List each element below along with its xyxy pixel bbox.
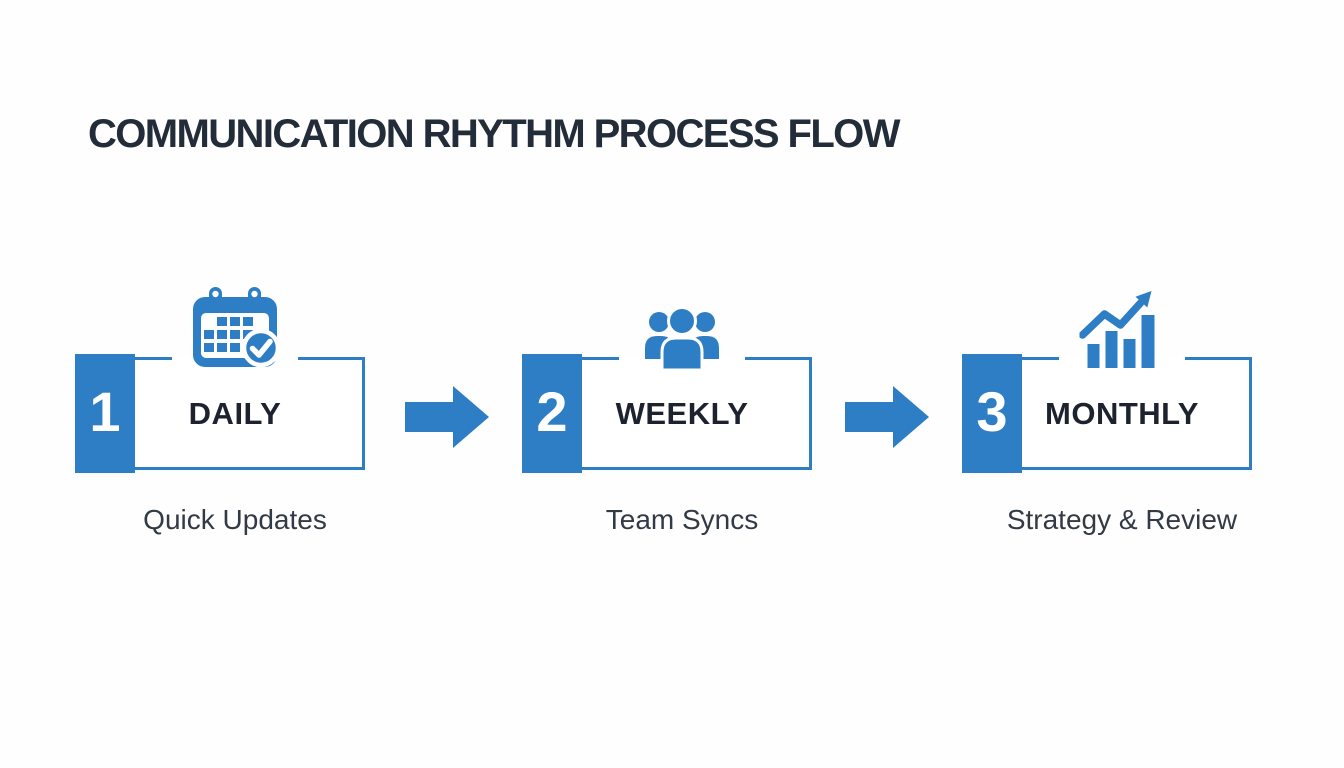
growth-chart-icon	[1078, 288, 1165, 368]
page-title: COMMUNICATION RHYTHM PROCESS FLOW	[88, 112, 900, 156]
step-number-badge: 2	[522, 354, 582, 473]
step-label: DAILY	[188, 395, 282, 431]
step-box: WEEKLY	[552, 356, 812, 470]
arrow-right-icon	[405, 385, 490, 449]
step-number: 1	[89, 379, 121, 443]
step-caption-weekly: Team Syncs	[605, 504, 759, 535]
step-number-badge: 3	[962, 354, 1022, 473]
team-group-icon	[642, 306, 722, 372]
calendar-check-icon	[190, 287, 281, 372]
step-daily: DAILY 1	[75, 287, 365, 473]
step-monthly: MONTHLY 3	[962, 291, 1252, 473]
arrow-right-icon	[845, 385, 930, 449]
step-caption-monthly: Strategy & Review	[1006, 504, 1238, 535]
step-box: DAILY	[105, 356, 365, 470]
step-box: MONTHLY	[992, 356, 1252, 470]
step-label: WEEKLY	[615, 395, 749, 431]
step-number: 2	[536, 379, 568, 443]
step-caption-daily: Quick Updates	[143, 504, 327, 535]
step-label: MONTHLY	[1045, 395, 1199, 431]
step-number: 3	[976, 379, 1008, 443]
step-weekly: WEEKLY 2	[522, 306, 812, 473]
border-gap	[1059, 356, 1185, 363]
step-number-badge: 1	[75, 354, 135, 473]
